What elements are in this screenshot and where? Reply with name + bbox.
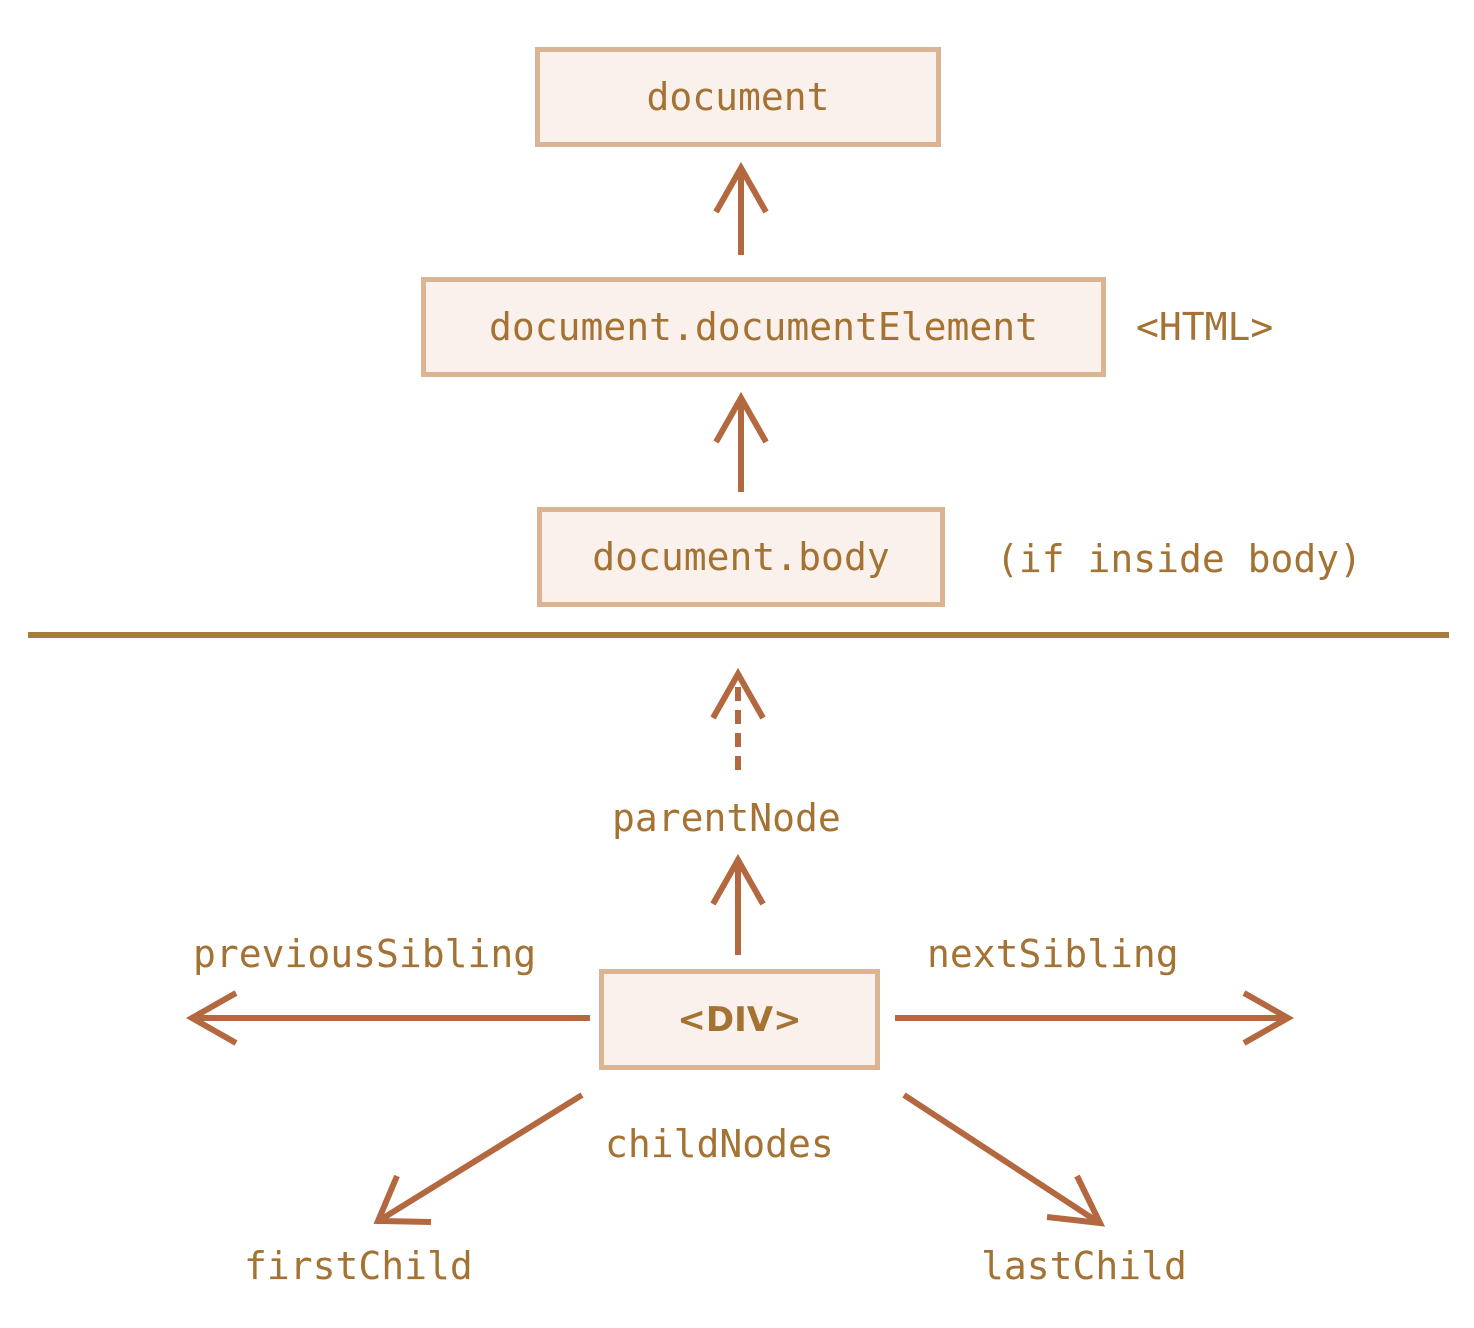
html-tag-note: <HTML> — [1136, 305, 1274, 349]
arrow-left-previous-sibling — [185, 990, 590, 1046]
parent-node-label: parentNode — [612, 796, 841, 840]
first-child-label: firstChild — [244, 1244, 473, 1288]
arrow-right-next-sibling — [895, 990, 1295, 1046]
arrow-up-parent-node — [710, 853, 766, 955]
body-node: document.body — [537, 507, 945, 607]
arrow-up-dashed-to-body — [710, 667, 766, 770]
arrow-down-left-first-child — [373, 1092, 584, 1225]
last-child-label: lastChild — [981, 1244, 1187, 1288]
document-element-node: document.documentElement — [421, 277, 1106, 377]
if-inside-body-note: (if inside body) — [996, 537, 1363, 581]
previous-sibling-label: previousSibling — [193, 932, 537, 976]
child-nodes-label: childNodes — [605, 1122, 834, 1166]
next-sibling-label: nextSibling — [927, 932, 1179, 976]
arrow-up-to-document-element — [713, 391, 769, 492]
arrow-down-right-last-child — [902, 1092, 1106, 1227]
arrow-up-to-document — [713, 161, 769, 255]
div-node: <DIV> — [599, 969, 880, 1070]
document-node: document — [535, 47, 941, 147]
